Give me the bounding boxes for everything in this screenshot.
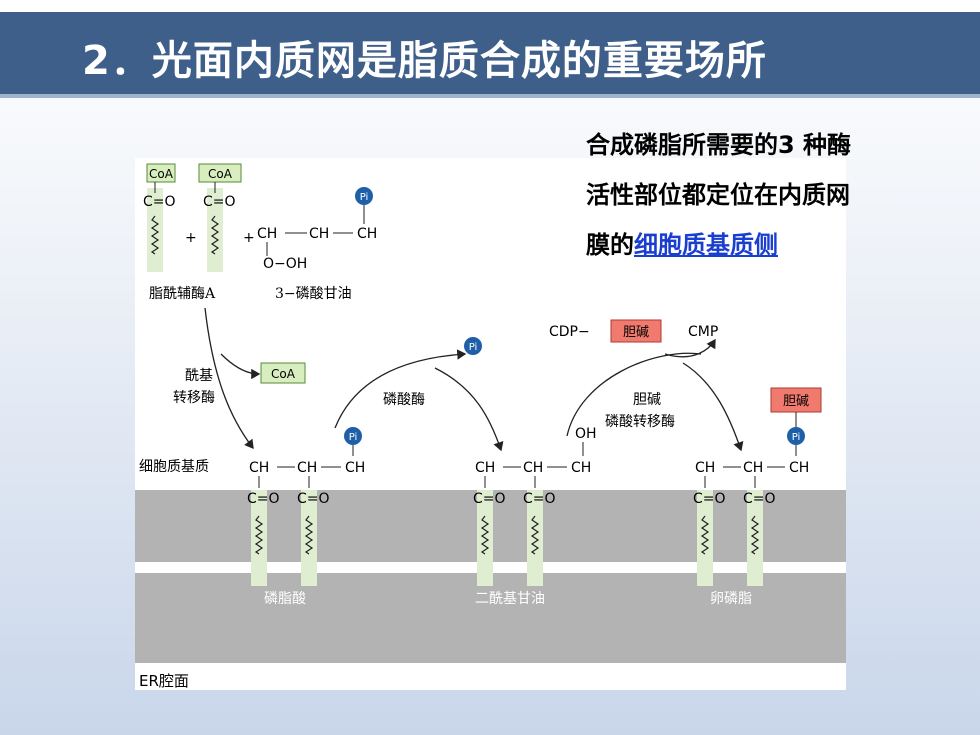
choline-box-product <box>770 387 822 413</box>
note-line-3: 膜的细胞质基质侧 <box>586 220 956 270</box>
svg-text:C=O: C=O <box>693 491 726 507</box>
title-bar: 2．光面内质网是脂质合成的重要场所 <box>0 12 980 98</box>
coa-released <box>260 362 306 384</box>
svg-text:C=O: C=O <box>203 194 236 210</box>
arrow-cmp-release <box>664 338 716 358</box>
svg-text:CH: CH <box>523 460 543 476</box>
svg-text:C=O: C=O <box>247 491 280 507</box>
acyl-coa-1: CoA C=O <box>143 163 176 272</box>
arrow-pi-release <box>334 349 467 429</box>
choline-transferase-label-1: 胆碱 <box>633 392 661 408</box>
svg-text:CH: CH <box>789 460 809 476</box>
svg-text:C=O: C=O <box>743 491 776 507</box>
slide-title: 2．光面内质网是脂质合成的重要场所 <box>82 38 767 84</box>
note-line-3-prefix: 膜的 <box>586 231 634 259</box>
phosphatidic-acid-label: 磷脂酸 <box>264 591 306 607</box>
svg-text:Pi: Pi <box>792 432 801 443</box>
svg-text:CH: CH <box>297 460 317 476</box>
svg-text:胆碱: 胆碱 <box>623 325 649 340</box>
diacylglycerol-label: 二酰基甘油 <box>475 590 545 607</box>
cmp-label: CMP <box>688 324 718 340</box>
svg-text:C=O: C=O <box>523 491 556 507</box>
diagram-svg: CoA C=O CoA C=O + + Pi CH CH CH O−OH 脂酰辅… <box>135 163 846 690</box>
choline-box-cdp <box>610 319 662 343</box>
arrow-step1 <box>204 307 254 450</box>
svg-text:CH: CH <box>743 460 763 476</box>
svg-text:Pi: Pi <box>360 192 369 203</box>
diacylglycerol-molecule: OH CH CH CH C=O C=O <box>473 426 597 586</box>
acyl-coa-2: CoA C=O <box>198 163 242 272</box>
svg-text:CH: CH <box>695 460 715 476</box>
choline-transferase-label-2: 磷酸转移酶 <box>605 414 675 430</box>
svg-text:CH: CH <box>249 460 269 476</box>
note-line-1: 合成磷脂所需要的3 种酶 <box>586 131 852 159</box>
svg-text:CH: CH <box>571 460 591 476</box>
note-text: 合成磷脂所需要的3 种酶 活性部位都定位在内质网 膜的细胞质基质侧 <box>586 120 956 270</box>
svg-text:Pi: Pi <box>469 342 478 353</box>
svg-text:胆碱: 胆碱 <box>783 394 809 409</box>
plus-sign: + <box>185 230 197 246</box>
cdp-label: CDP− <box>549 324 590 340</box>
svg-text:CH: CH <box>345 460 365 476</box>
acyl-coa-label: 脂酰辅酶A <box>149 286 216 302</box>
svg-text:CH: CH <box>475 460 495 476</box>
acyl-transferase-label-1: 酰基 <box>185 367 213 384</box>
note-line-2: 活性部位都定位在内质网 <box>586 181 850 209</box>
svg-text:CH: CH <box>309 226 329 242</box>
lecithin-label: 卵磷脂 <box>710 591 752 607</box>
svg-text:CoA: CoA <box>149 167 174 181</box>
svg-text:CoA: CoA <box>208 167 233 181</box>
svg-text:C=O: C=O <box>473 491 506 507</box>
svg-text:CH: CH <box>357 226 377 242</box>
plus-sign: + <box>243 230 255 246</box>
glycerol-3-phosphate: Pi CH CH CH O−OH <box>257 187 377 272</box>
membrane-lower <box>135 573 846 663</box>
phosphatase-label: 磷酸酶 <box>383 392 425 408</box>
phosphatidic-acid-molecule: Pi CH CH CH C=O C=O <box>247 427 365 586</box>
glycerol-phosphate-label: 3−磷酸甘油 <box>275 286 352 302</box>
arrow-coa-release <box>220 353 261 380</box>
svg-text:OH: OH <box>575 426 597 442</box>
er-lumen-label: ER腔面 <box>139 672 189 690</box>
pi-released <box>464 337 482 355</box>
cytosol-label: 细胞质基质 <box>139 458 209 475</box>
note-highlight: 细胞质基质侧 <box>634 231 778 259</box>
arrow-step3-b <box>682 362 744 452</box>
arrow-step2 <box>434 367 504 452</box>
svg-text:CoA: CoA <box>271 367 296 381</box>
svg-text:CH: CH <box>257 226 277 242</box>
svg-text:C=O: C=O <box>297 491 330 507</box>
lipid-synthesis-diagram: CoA C=O CoA C=O + + Pi CH CH CH O−OH 脂酰辅… <box>135 158 846 690</box>
arrow-step3-a <box>566 352 702 437</box>
svg-text:C=O: C=O <box>143 194 176 210</box>
lecithin-molecule: Pi CH CH CH C=O C=O <box>693 427 809 586</box>
svg-text:Pi: Pi <box>349 432 358 443</box>
svg-text:O−OH: O−OH <box>263 256 307 272</box>
acyl-transferase-label-2: 转移酶 <box>173 390 215 406</box>
